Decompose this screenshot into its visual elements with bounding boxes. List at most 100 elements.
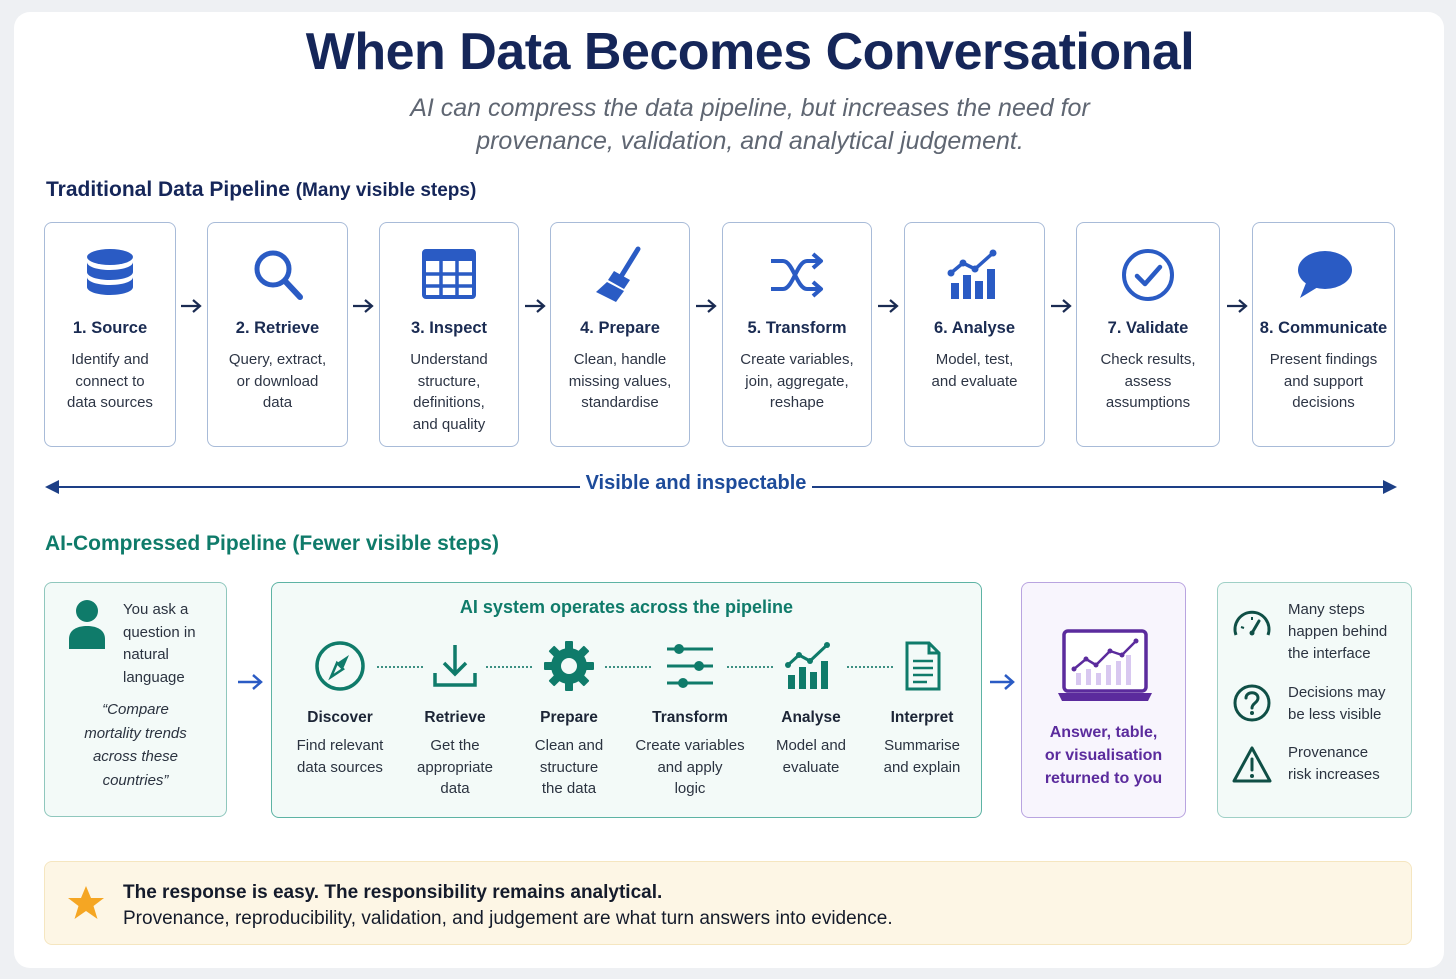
step-desc: Create variables, join, aggregate, resha… [729, 349, 865, 414]
warning-triangle-icon [1232, 746, 1272, 783]
ai-step-transform: Transform Create variables and apply log… [630, 639, 750, 800]
pipeline-step-inspect: 3. Inspect Understand structure, definit… [379, 222, 519, 447]
risk-line: Many steps [1288, 601, 1365, 618]
desc-line: Get the [430, 737, 480, 754]
desc-line: assess [1124, 372, 1172, 390]
desc-line: Clean, handle [573, 351, 667, 368]
ai-step-discover: Discover Find relevant data sources [280, 639, 400, 778]
key-takeaway-note: The response is easy. The responsibility… [44, 861, 1412, 945]
ai-step-analyse: Analyse Model and evaluate [751, 639, 871, 778]
answer-output-box: Answer, table, or visualisation returned… [1021, 582, 1186, 818]
sliders-icon [667, 644, 713, 688]
step-title: Prepare [540, 709, 598, 726]
desc-line: Understand [410, 351, 488, 368]
arrow-right-icon [1051, 299, 1072, 313]
dotted-connector [847, 666, 893, 668]
step-title: 7. Validate [1107, 319, 1189, 337]
step-desc: Understand structure, definitions, and q… [386, 349, 512, 435]
risk-line: the interface [1288, 645, 1371, 662]
step-desc: Get the appropriate data [395, 735, 515, 800]
risk-line: risk increases [1288, 766, 1380, 783]
step-desc: Model and evaluate [751, 735, 871, 778]
desc-line: connect to [75, 372, 145, 390]
pipeline-step-source: 1. Source Identify and connect to data s… [44, 222, 176, 447]
step-desc: Query, extract, or download data [214, 349, 341, 414]
pipeline-step-transform: 5. Transform Create variables, join, agg… [722, 222, 872, 447]
answer-line: Answer, table, [1049, 724, 1158, 741]
ai-heading: AI-Compressed Pipeline (Fewer visible st… [45, 532, 499, 555]
magnifier-icon [254, 250, 303, 300]
desc-line: Model and [775, 737, 847, 754]
gear-icon [544, 641, 594, 691]
step-title: Retrieve [424, 709, 486, 726]
ai-step-interpret: Interpret Summarise and explain [862, 639, 982, 778]
arrow-right-icon [238, 674, 263, 690]
quote-line: countries” [102, 771, 169, 789]
desc-line: Create variables [635, 737, 745, 754]
desc-line: and apply [657, 758, 723, 776]
visible-inspectable-label: Visible and inspectable [580, 472, 812, 495]
ask-line: question in [123, 623, 196, 641]
pipeline-step-prepare: 4. Prepare Clean, handle missing values,… [550, 222, 690, 447]
step-title: 1. Source [72, 319, 148, 337]
pipeline-step-retrieve: 2. Retrieve Query, extract, or download … [207, 222, 348, 447]
risk-notes-box: Many steps happen behind the interface D… [1217, 582, 1412, 818]
step-desc: Identify and connect to data sources [51, 349, 169, 414]
desc-line: data sources [297, 758, 383, 776]
broom-icon [596, 246, 641, 302]
step-desc: Create variables and apply logic [630, 735, 750, 800]
desc-line: and quality [412, 415, 486, 433]
step-title: 8. Communicate [1259, 319, 1388, 337]
desc-line: Model, test, [935, 351, 1014, 368]
arrow-right-icon [181, 299, 202, 313]
step-desc: Find relevant data sources [280, 735, 400, 778]
desc-line: the data [541, 780, 597, 797]
speech-bubble-icon [1297, 251, 1352, 298]
desc-line: and evaluate [931, 372, 1018, 390]
ai-system-box: AI system operates across the pipeline D… [271, 582, 982, 818]
traditional-heading-text: Traditional Data Pipeline [46, 178, 290, 201]
download-icon [433, 645, 477, 687]
desc-line: data sources [67, 394, 153, 411]
desc-line: Query, extract, [228, 351, 327, 368]
note-headline: The response is easy. The responsibility… [123, 882, 663, 903]
step-desc: Summarise and explain [862, 735, 982, 778]
arrow-right-icon [1227, 299, 1248, 313]
step-desc: Check results, assess assumptions [1083, 349, 1213, 414]
dotted-connector [727, 666, 773, 668]
desc-line: appropriate [417, 758, 493, 776]
user-question-box: You ask a question in natural language “… [44, 582, 227, 817]
desc-line: Check results, [1100, 351, 1196, 368]
ask-text: You ask a question in natural language [123, 599, 223, 689]
step-desc: Model, test, and evaluate [911, 349, 1038, 392]
step-title: Discover [307, 709, 373, 726]
step-desc: Clean and structure the data [509, 735, 629, 800]
pipeline-step-communicate: 8. Communicate Present findings and supp… [1252, 222, 1395, 447]
answer-text: Answer, table, or visualisation returned… [1022, 721, 1185, 790]
check-circle-icon [1122, 249, 1174, 301]
step-title: Interpret [890, 709, 954, 726]
note-body: Provenance, reproducibility, validation,… [123, 908, 893, 929]
desc-line: reshape [769, 394, 825, 411]
risk-line: Decisions may [1288, 684, 1386, 701]
desc-line: join, aggregate, [745, 372, 849, 390]
risk-item: Decisions may be less visible [1288, 682, 1408, 726]
quote-line: across these [92, 748, 179, 765]
desc-line: missing values, [568, 372, 672, 390]
ai-step-prepare: Prepare Clean and structure the data [509, 639, 629, 800]
step-title: 6. Analyse [933, 319, 1016, 337]
ask-line: natural [123, 646, 169, 663]
desc-line: and explain [883, 758, 961, 776]
ai-system-title: AI system operates across the pipeline [459, 597, 794, 617]
ask-line: You ask a [123, 601, 189, 618]
traditional-heading: Traditional Data Pipeline (Many visible … [46, 178, 476, 202]
ai-step-retrieve: Retrieve Get the appropriate data [395, 639, 515, 800]
desc-line: and support [1283, 372, 1364, 390]
desc-line: decisions [1292, 394, 1355, 411]
risk-line: be less visible [1288, 706, 1382, 723]
dotted-connector [486, 666, 532, 668]
desc-line: Present findings [1269, 351, 1378, 368]
risk-item: Many steps happen behind the interface [1288, 599, 1408, 665]
document-icon [905, 641, 941, 691]
step-title: 5. Transform [747, 319, 847, 337]
